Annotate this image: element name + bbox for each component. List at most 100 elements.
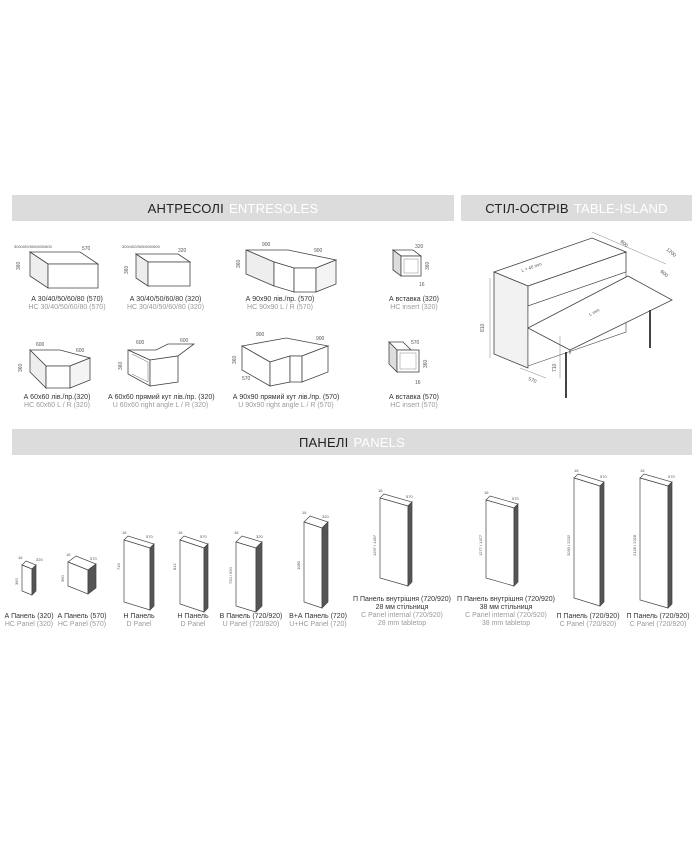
dim-label: 320 [256, 534, 263, 539]
panel-drawing: 16 320 1080 [296, 510, 329, 609]
panel-caption: Н Панель D Panel [114, 613, 164, 629]
panel-drawing: 16 570 1297 / 1497 [372, 488, 413, 587]
dim-label: 16 [178, 530, 183, 535]
dim-label: 360 [16, 261, 22, 270]
caption-en: U 60x60 right angle L / R (320) [112, 402, 209, 409]
dim-label: 2128 / 2328 [632, 534, 637, 556]
caption-en: D Panel [180, 621, 206, 628]
entresole-caption: А 30/40/50/60/80 (570) HC 30/40/50/60/80… [22, 296, 112, 312]
panel-drawing: 16 320 360 [14, 555, 43, 596]
caption-en: HC 60x60 L / R (320) [24, 402, 90, 409]
caption-ua: А 60x60 прямий кут лів./пр. (320) [108, 394, 215, 401]
caption-ua: А вставка (570) [389, 394, 439, 401]
caption-en-line2: 38 mm tabletop [481, 620, 531, 627]
caption-ua-line2: 38 мм стільниця [479, 604, 533, 611]
section-title-en: TABLE-ISLAND [573, 200, 668, 216]
section-title-en: PANELS [353, 434, 405, 450]
dim-label: 570 [406, 494, 413, 499]
dim-label: 570 [200, 534, 207, 539]
dim-label: 16 [66, 552, 71, 557]
dim-label: 812 [172, 563, 177, 570]
dim-label: 810 [480, 323, 486, 332]
panel-caption: В+А Панель (720) U+HC Panel (720) [286, 613, 350, 629]
dim-label: 1277 / 1477 [478, 534, 483, 556]
caption-en: C Panel internal (720/920) [361, 612, 443, 619]
caption-ua: Н Панель [177, 613, 209, 620]
dim-label: 600 [136, 340, 145, 346]
dim-label: 716 [116, 563, 121, 570]
dim-label: 570 [90, 556, 97, 561]
section-title-en: ENTRESOLES [228, 200, 319, 216]
caption-ua: А 30/40/50/60/80 (570) [31, 296, 103, 303]
caption-en: C Panel (720/920) [629, 621, 687, 628]
panel-caption: П Панель (720/920) C Panel (720/920) [556, 613, 620, 629]
entresole-caption: А 30/40/50/60/80 (320) HC 30/40/50/60/80… [118, 296, 213, 312]
dim-label: 570 [512, 496, 519, 501]
caption-ua: А 90x90 лів./пр. (570) [245, 296, 315, 303]
table-island-drawing: 1200 600 600 L = 40 mm L mm 810 710 570 [480, 231, 678, 398]
panel-drawing: 16 570 812 [172, 530, 209, 613]
dim-label: 16 [122, 530, 127, 535]
dim-label: 360 [60, 575, 65, 582]
dim-label: L = 40 mm [521, 261, 543, 273]
dim-label: 360 [423, 359, 429, 368]
dim-label: 16 [419, 282, 425, 288]
entresole-drawing: 300/400/500/600/800 320 360 [122, 244, 192, 287]
dim-label: 1297 / 1497 [372, 534, 377, 556]
caption-en: HC insert (320) [390, 304, 438, 311]
panel-caption: А Панель (320) HC Panel (320) [2, 613, 56, 629]
dim-label: 320 [36, 557, 43, 562]
dim-label: 16 [640, 468, 645, 473]
dim-label: 570 [146, 534, 153, 539]
dim-label: L mm [588, 307, 600, 317]
dim-label: 1200 [665, 247, 678, 259]
caption-en: C Panel internal (720/920) [465, 612, 547, 619]
section-title-ua: СТІЛ-ОСТРІВ [485, 200, 569, 216]
entresole-drawing: 570 360 16 [388, 340, 429, 386]
panel-caption: А Панель (570) HC Panel (570) [54, 613, 110, 629]
caption-ua: А 30/40/50/60/80 (320) [129, 296, 202, 303]
caption-ua: В Панель (720/920) [219, 613, 283, 620]
dim-label: 720 / 920 [228, 567, 233, 584]
caption-en-line2: 28 mm tabletop [377, 620, 427, 627]
dim-label: 16 [18, 555, 23, 560]
dim-label: 16 [484, 490, 489, 495]
dim-label: 320 [178, 248, 187, 254]
dim-label: 360 [18, 363, 24, 372]
dim-label: 570 [668, 474, 675, 479]
dim-label: 360 [118, 361, 124, 370]
dim-label: 900 [262, 242, 271, 248]
panel-drawing: 16 570 360 [60, 552, 97, 595]
entresole-caption: А 90x90 прямий кут лів./пр. (570) U 90x9… [230, 394, 342, 410]
entresole-drawing: 900 900 360 570 [232, 332, 330, 387]
panel-drawing: 16 570 716 [116, 530, 155, 611]
dim-label: 360 [124, 265, 130, 274]
caption-en: D Panel [126, 621, 152, 628]
dim-label: 900 [256, 332, 265, 338]
caption-ua: П Панель (720/920) [556, 613, 620, 620]
dim-label: 320 [322, 514, 329, 519]
dim-label: 600 [619, 239, 629, 249]
caption-en: U 90x90 right angle L / R (570) [238, 402, 334, 409]
caption-en: HC 30/40/50/60/80 (320) [126, 304, 205, 311]
caption-ua: Н Панель [123, 613, 155, 620]
entresole-caption: А 60x60 лів./пр.(320) HC 60x60 L / R (32… [12, 394, 102, 410]
dim-label: 600 [180, 338, 189, 344]
dim-label: 600 [76, 348, 85, 354]
dim-label: 2030 / 2232 [566, 534, 571, 556]
dim-label: 570 [411, 340, 420, 346]
caption-en: HC insert (570) [390, 402, 438, 409]
panel-caption: В Панель (720/920) U Panel (720/920) [218, 613, 284, 629]
caption-ua: А 60x60 лів./пр.(320) [23, 394, 91, 401]
section-title-ua: АНТРЕСОЛІ [147, 200, 224, 216]
panel-drawing: 16 320 720 / 920 [228, 530, 263, 613]
panel-caption: П Панель (720/920) C Panel (720/920) [626, 613, 690, 629]
dim-label: 16 [234, 530, 239, 535]
entresole-drawing: 600 600 360 [18, 342, 92, 389]
caption-ua: В+А Панель (720) [289, 613, 347, 620]
dim-label: 1080 [296, 560, 301, 570]
caption-ua: П Панель внутрішня (720/920) [352, 596, 452, 603]
entresole-drawing: 320 360 16 [391, 244, 431, 288]
dim-label: 16 [415, 380, 421, 386]
caption-ua: П Панель внутрішня (720/920) [456, 596, 556, 603]
